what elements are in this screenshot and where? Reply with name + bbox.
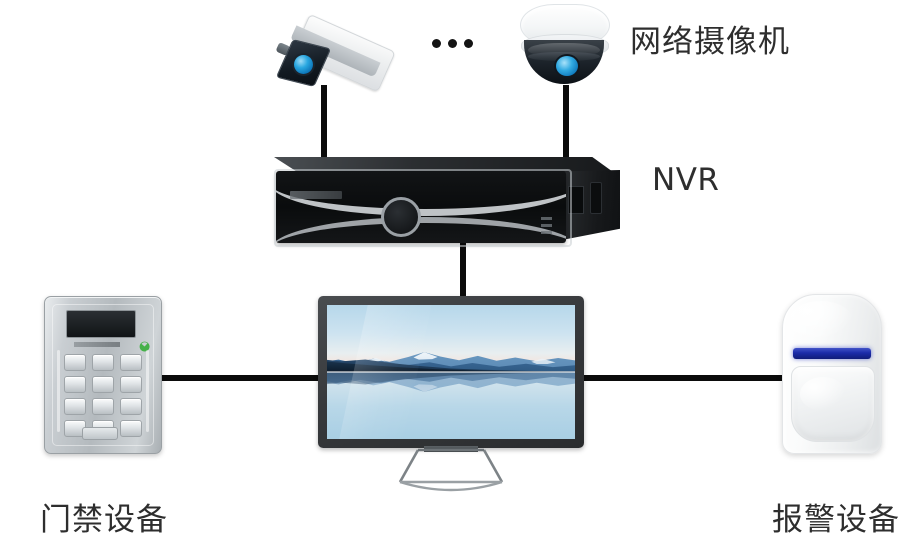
nvr-accent-curve-top — [276, 175, 566, 216]
connector-bullet-camera-to-nvr — [321, 85, 327, 161]
ellipsis-dot — [464, 39, 473, 48]
nvr-vent — [568, 186, 584, 214]
wallpaper-snow-peak — [365, 358, 387, 364]
monitor-stand — [390, 448, 512, 492]
label-network-camera: 网络摄像机 — [630, 24, 790, 60]
nvr-device-icon — [274, 157, 620, 247]
nvr-led — [541, 224, 552, 227]
card-reader-slot — [82, 427, 118, 440]
bullet-camera-lens — [294, 55, 313, 74]
keypad-key[interactable] — [120, 376, 142, 393]
monitor-screen — [327, 305, 575, 439]
access-control-inner-frame — [52, 304, 154, 446]
wallpaper-reflection-snow — [413, 384, 438, 392]
wallpaper-snow-peak — [531, 358, 556, 364]
ellipsis-dot — [448, 39, 457, 48]
alarm-fresnel-lens — [791, 366, 875, 442]
keypad-key[interactable] — [92, 354, 114, 371]
access-control-keypad[interactable] — [64, 354, 142, 437]
keypad-key[interactable] — [64, 398, 86, 415]
nvr-led — [541, 231, 552, 234]
nvr-power-button[interactable] — [381, 197, 421, 237]
pir-motion-detector-icon — [782, 294, 882, 454]
connector-access-device-to-monitor — [162, 375, 320, 381]
access-control-keypad-icon: ◕ — [44, 296, 162, 454]
label-alarm-device: 报警设备 — [772, 502, 900, 538]
alarm-detector-highlight — [789, 301, 853, 341]
display-monitor-icon — [318, 296, 584, 492]
wallpaper-snow-peak — [413, 352, 438, 360]
nvr-front-panel — [276, 171, 566, 243]
ip-bullet-camera-icon — [275, 8, 396, 93]
monitor-bezel — [318, 296, 584, 448]
ellipsis-dot — [432, 39, 441, 48]
access-control-display — [66, 310, 136, 338]
nvr-brand-logo — [290, 191, 342, 199]
nvr-side-panel — [562, 170, 620, 240]
nvr-accent-curve-bottom — [276, 217, 566, 243]
access-control-trim — [57, 350, 60, 432]
connector-monitor-to-alarm-device — [582, 375, 785, 381]
connector-dome-camera-to-nvr — [563, 85, 569, 161]
dome-camera-lens — [556, 56, 578, 76]
access-control-trim — [146, 350, 149, 432]
keypad-key[interactable] — [120, 354, 142, 371]
nvr-status-leds — [541, 217, 552, 234]
keypad-key[interactable] — [92, 376, 114, 393]
nvr-vent — [590, 182, 602, 214]
label-nvr: NVR — [652, 162, 720, 198]
keypad-key[interactable] — [92, 398, 114, 415]
keypad-key[interactable] — [120, 420, 142, 437]
ip-dome-camera-icon — [512, 4, 620, 90]
access-control-brand-logo — [74, 342, 120, 347]
keypad-key[interactable] — [64, 354, 86, 371]
wallpaper-horizon-line — [327, 371, 575, 373]
connector-nvr-to-monitor — [460, 241, 466, 301]
alarm-status-led — [793, 348, 871, 359]
keypad-key[interactable] — [120, 398, 142, 415]
nvr-led — [541, 217, 552, 220]
keypad-key[interactable] — [64, 376, 86, 393]
label-access-control: 门禁设备 — [40, 502, 168, 538]
ellipsis-more-cameras — [432, 39, 473, 48]
